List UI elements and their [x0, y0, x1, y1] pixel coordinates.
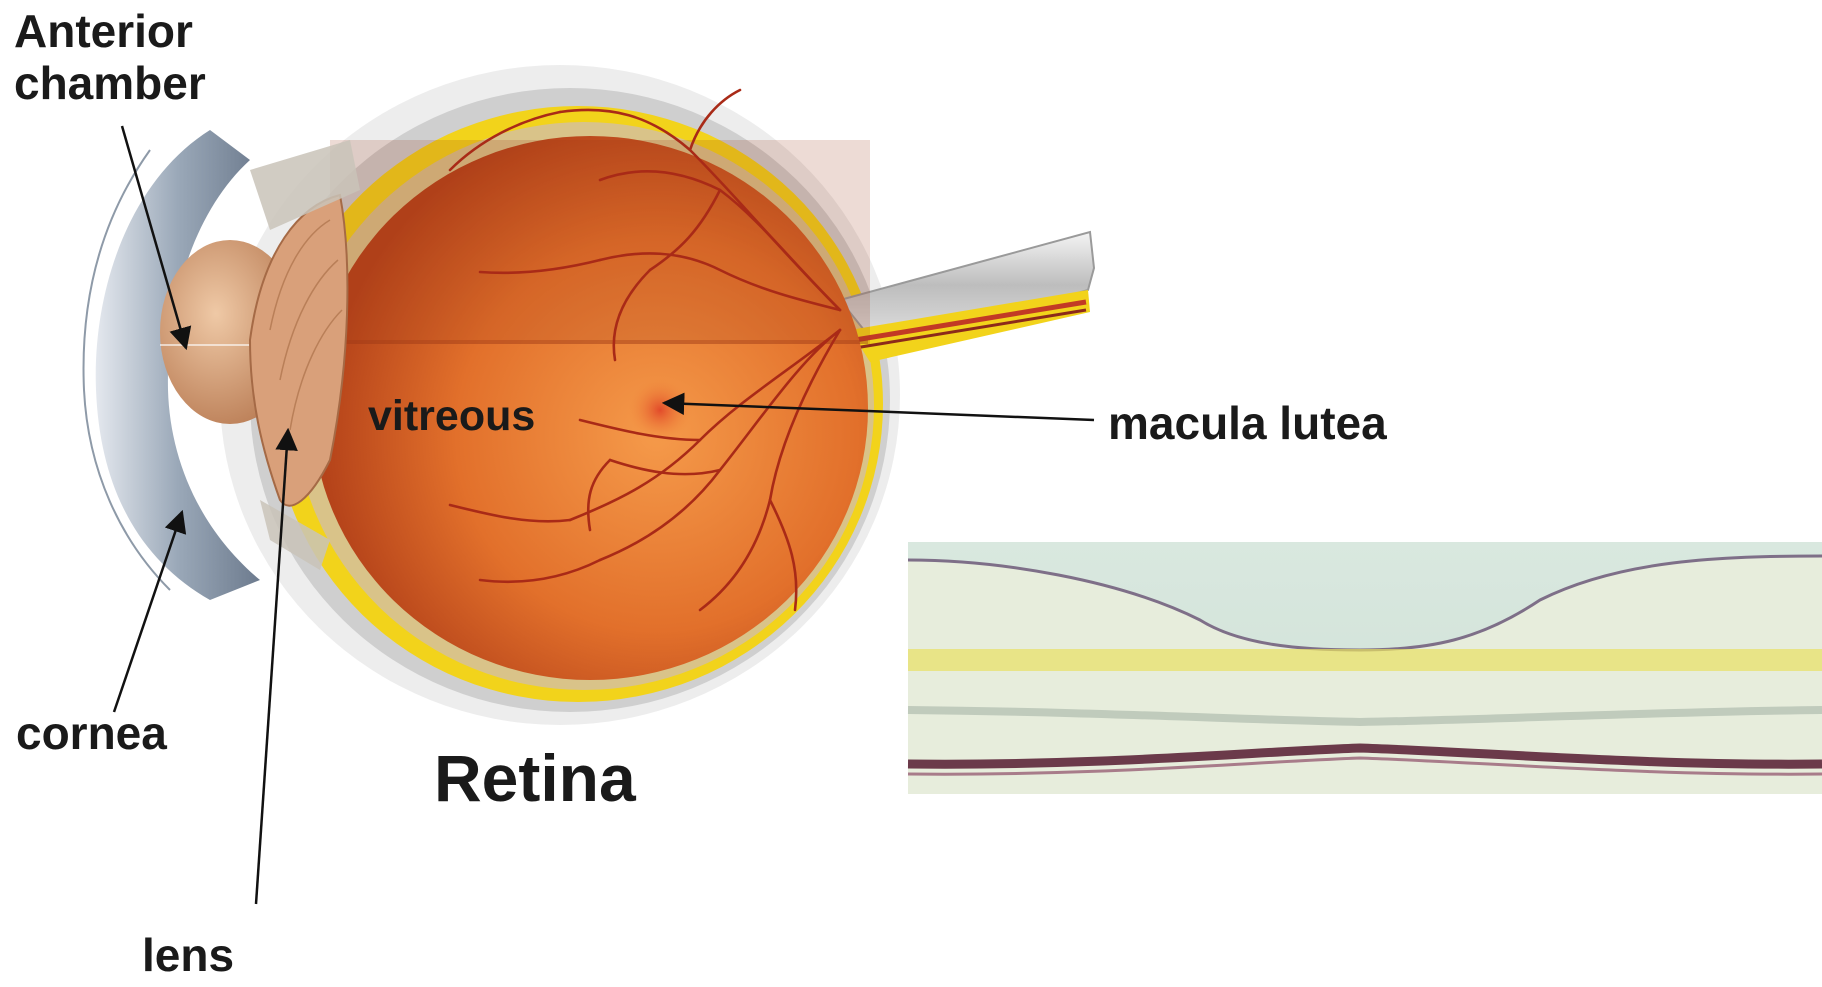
label-vitreous: vitreous: [368, 392, 535, 440]
label-anterior-line2: chamber: [14, 58, 206, 110]
label-lens: lens: [142, 930, 234, 982]
label-cornea: cornea: [16, 708, 167, 760]
retina-histology-image: [908, 542, 1822, 794]
label-anterior-line1: Anterior: [14, 6, 206, 58]
optic-nerve: [840, 232, 1094, 362]
label-anterior-chamber: Anterior chamber: [14, 6, 206, 109]
figure-title: Retina: [434, 742, 636, 816]
label-macula-lutea: macula lutea: [1108, 398, 1387, 450]
